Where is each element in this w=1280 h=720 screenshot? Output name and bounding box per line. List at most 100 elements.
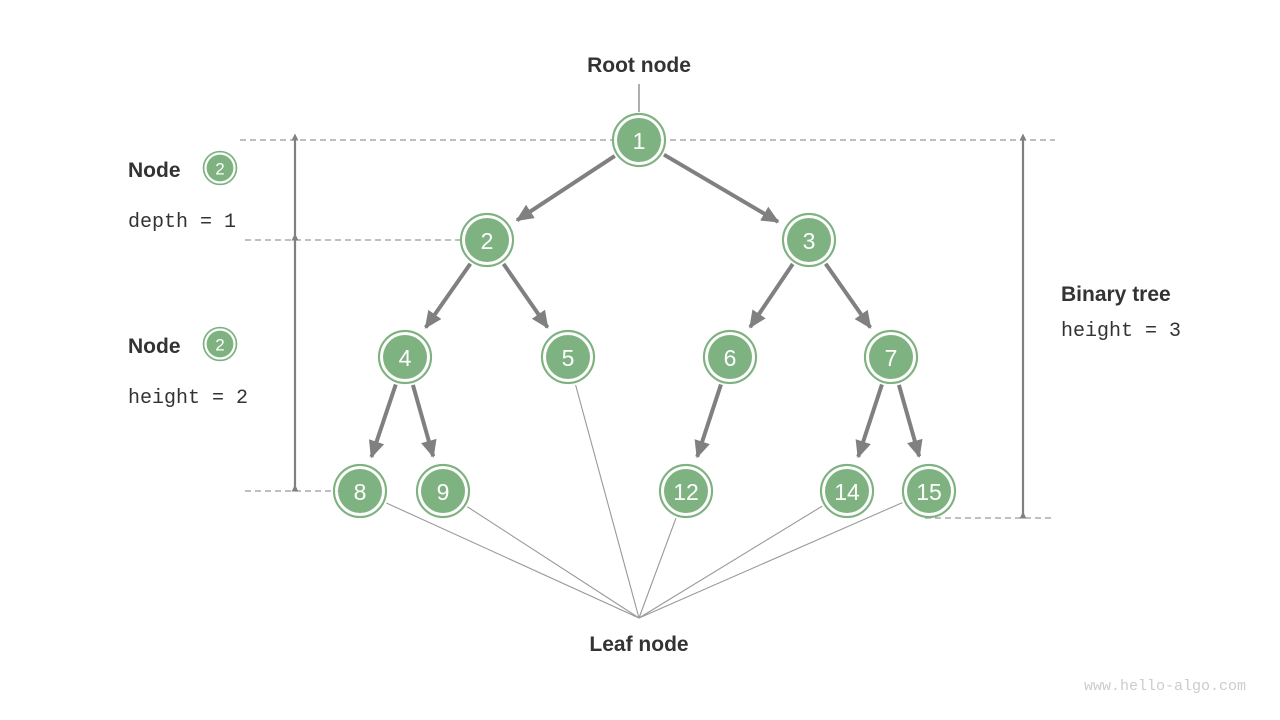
edge-n4-n8 (368, 383, 398, 459)
node-disc (465, 218, 509, 262)
node-outer-ring (459, 212, 515, 268)
node-disc (421, 469, 465, 513)
tree-node-7[interactable]: 7 (863, 329, 919, 385)
leaf-node-annotation: Leaf node (589, 633, 688, 656)
node-outer-ring (332, 463, 388, 519)
node-disc (617, 118, 661, 162)
node-disc (825, 469, 869, 513)
edge-n3-n6 (748, 262, 795, 329)
node-inner-gap (462, 215, 512, 265)
node-outer-ring (863, 329, 919, 385)
tree-node-2[interactable]: 2 (459, 212, 515, 268)
node-height-badge-gap (204, 328, 236, 360)
node-height-legend-title: Node (128, 335, 181, 358)
node-value: 12 (673, 479, 699, 505)
node-depth-legend-value: depth = 1 (128, 211, 236, 234)
node-disc (546, 335, 590, 379)
edge-n1-n2 (515, 154, 616, 222)
node-inner-gap (784, 215, 834, 265)
node-inner-gap (543, 332, 593, 382)
node-inner-gap (614, 115, 664, 165)
node-outer-ring (781, 212, 837, 268)
leaf-pointer-line-n15 (638, 502, 903, 619)
node-value: 1 (633, 128, 646, 154)
guide-lines (240, 139, 1055, 519)
node-inner-gap (380, 332, 430, 382)
node-depth-badge-value: 2 (215, 160, 224, 179)
node-inner-gap (661, 466, 711, 516)
tree-height-legend-value: height = 3 (1061, 320, 1181, 343)
node-value: 7 (885, 345, 898, 371)
node-outer-ring (901, 463, 957, 519)
node-depth-legend-badge: 2 (202, 150, 238, 186)
node-disc (708, 335, 752, 379)
leaf-pointer-line-n5 (575, 384, 640, 619)
edge-n2-n4 (424, 262, 472, 329)
tree-node-3[interactable]: 3 (781, 212, 837, 268)
tree-node-1[interactable]: 1 (611, 112, 667, 168)
node-disc (907, 469, 951, 513)
tree-node-5[interactable]: 5 (540, 329, 596, 385)
tree-node-12[interactable]: 12 (658, 463, 714, 519)
root-node-label: Root node (587, 54, 691, 77)
node-depth-badge-disc (206, 154, 234, 182)
tree-node-4[interactable]: 4 (377, 329, 433, 385)
edge-n7-n14 (855, 383, 884, 459)
node-inner-gap (866, 332, 916, 382)
node-depth-badge-ring (202, 150, 238, 186)
root-node-annotation: Root node (587, 54, 691, 112)
node-depth-legend: Node 2 depth = 1 (128, 150, 238, 234)
node-inner-gap (418, 466, 468, 516)
node-disc (787, 218, 831, 262)
watermark: www.hello-algo.com (1084, 678, 1246, 695)
node-value: 6 (724, 345, 737, 371)
node-depth-legend-title: Node (128, 159, 181, 182)
tree-node-8[interactable]: 8 (332, 463, 388, 519)
edge-n3-n7 (824, 262, 872, 329)
node-value: 2 (481, 228, 494, 254)
node-disc (338, 469, 382, 513)
edge-n1-n3 (662, 152, 780, 224)
measure-arrows (291, 133, 1027, 519)
leaf-pointer-line-n12 (638, 518, 677, 619)
tree-node-15[interactable]: 15 (901, 463, 957, 519)
node-outer-ring (611, 112, 667, 168)
leaf-pointer-line-n8 (386, 502, 640, 619)
node-inner-gap (335, 466, 385, 516)
leaf-node-label: Leaf node (589, 633, 688, 656)
tree-node-6[interactable]: 6 (702, 329, 758, 385)
leaf-pointer-lines (386, 384, 903, 619)
tree-height-legend-title: Binary tree (1061, 283, 1171, 306)
edge-n4-n9 (410, 384, 437, 458)
node-inner-gap (822, 466, 872, 516)
leaf-pointer-line-n14 (638, 505, 823, 619)
node-value: 15 (916, 479, 942, 505)
node-outer-ring (377, 329, 433, 385)
node-value: 8 (354, 479, 367, 505)
tree-node-14[interactable]: 14 (819, 463, 875, 519)
node-height-badge-value: 2 (215, 336, 224, 355)
node-height-legend: Node 2 height = 2 (128, 326, 248, 410)
node-height-badge-ring (202, 326, 238, 362)
node-value: 4 (399, 345, 412, 371)
node-disc (383, 335, 427, 379)
tree-node-9[interactable]: 9 (415, 463, 471, 519)
node-value: 14 (834, 479, 860, 505)
node-outer-ring (702, 329, 758, 385)
node-value: 9 (437, 479, 450, 505)
node-outer-ring (819, 463, 875, 519)
edge-n2-n5 (501, 262, 550, 329)
node-value: 5 (562, 345, 575, 371)
tree-edges (368, 152, 923, 459)
node-height-badge-disc (206, 330, 234, 358)
edge-n7-n15 (896, 384, 923, 458)
node-inner-gap (705, 332, 755, 382)
node-outer-ring (658, 463, 714, 519)
node-height-legend-value: height = 2 (128, 387, 248, 410)
tree-height-legend: Binary tree height = 3 (1061, 283, 1181, 343)
edge-n6-n12 (694, 383, 723, 459)
node-disc (869, 335, 913, 379)
node-outer-ring (415, 463, 471, 519)
